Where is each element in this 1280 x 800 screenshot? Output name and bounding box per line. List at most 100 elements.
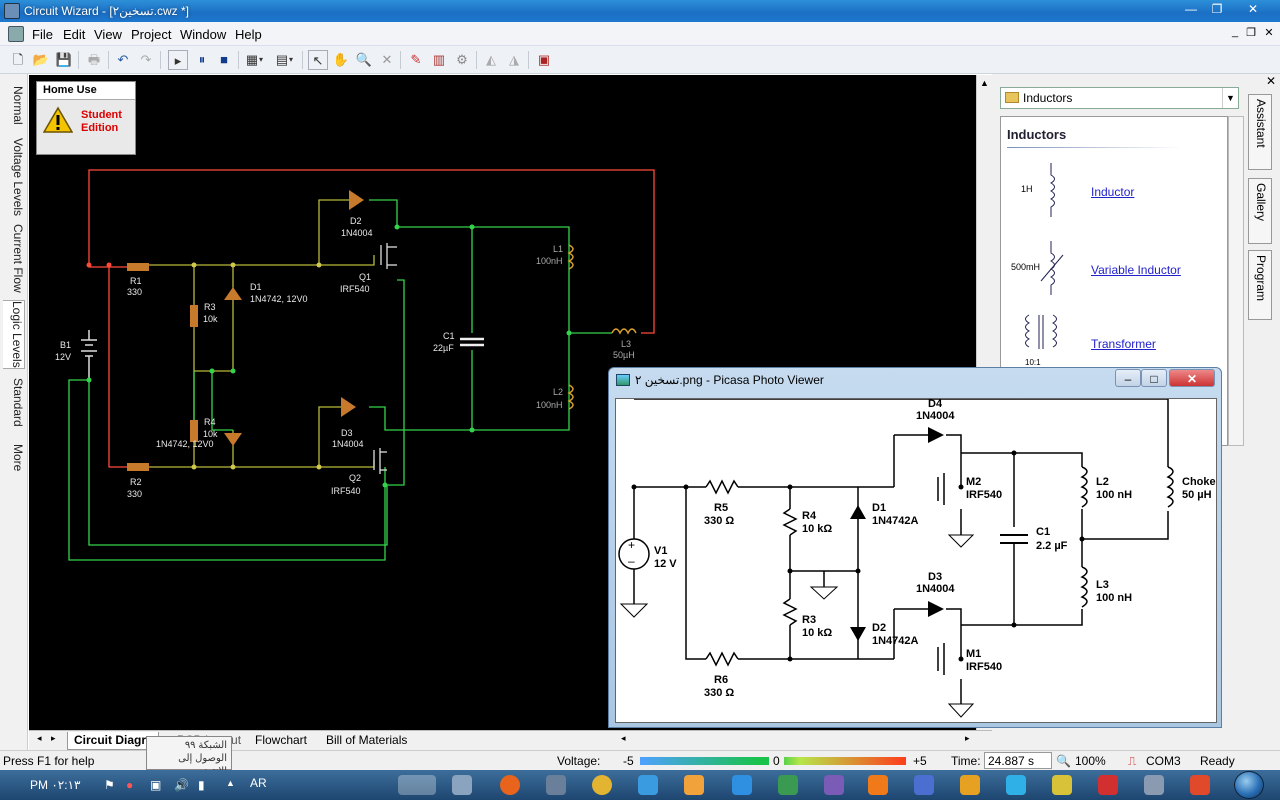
taskbar-app7-icon[interactable] (1144, 775, 1164, 795)
taskbar-media-icon[interactable] (684, 775, 704, 795)
tab-nav-right-icon[interactable]: ▸ (51, 733, 56, 743)
close-button[interactable]: ✕ (1247, 2, 1259, 16)
taskbar-app5-icon[interactable] (1052, 775, 1072, 795)
taskbar-search-icon[interactable] (732, 775, 752, 795)
menu-file[interactable]: File (32, 27, 53, 42)
network-icon[interactable]: ⚙ (456, 52, 468, 67)
flip-horizontal-icon[interactable]: ◭ (486, 52, 496, 67)
clock[interactable]: PM ٠٢:١٣ (30, 778, 81, 792)
mdi-close-icon[interactable]: ✕ (1264, 27, 1274, 39)
print-icon[interactable]: 🖶 (87, 52, 101, 67)
open-icon[interactable]: 📂 (32, 52, 50, 67)
tab-circuit-diagram[interactable]: Circuit Diagram (67, 732, 159, 750)
menu-view[interactable]: View (94, 27, 122, 42)
start-button[interactable] (1234, 771, 1264, 799)
taskbar-app6-icon[interactable] (1098, 775, 1118, 795)
component-icon[interactable]: ▦ (245, 52, 259, 67)
gallery-item-variable-inductor[interactable]: 500mH Variable Inductor (1011, 237, 1227, 303)
layout-icon[interactable]: ▤ (275, 52, 289, 67)
picasa-minimize-button[interactable]: – (1115, 369, 1141, 387)
mdi-restore-icon[interactable]: ❐ (1246, 27, 1256, 39)
tab-current-flow[interactable]: Current Flow (11, 224, 25, 293)
tab-nav-left-icon[interactable]: ◂ (37, 733, 42, 743)
hscroll-right-icon[interactable]: ▸ (965, 733, 970, 743)
network-icon[interactable]: ▣ (150, 778, 162, 792)
zoom-level[interactable]: 100% (1075, 754, 1106, 768)
hand-icon[interactable]: ✋ (332, 52, 350, 67)
gallery-item-inductor[interactable]: 1H Inductor (1011, 159, 1227, 225)
taskbar-circuit-wizard-icon[interactable] (452, 775, 472, 795)
components-box-icon[interactable]: ▣ (537, 52, 551, 67)
gallery-item-transformer[interactable]: 10:1 Transformer (1011, 313, 1227, 379)
graph-icon[interactable]: ▥ (432, 52, 446, 67)
pointer-icon[interactable]: ↖ (308, 50, 328, 70)
play-icon[interactable]: ▸ (168, 50, 188, 70)
gallery-item-variable-inductor-link[interactable]: Variable Inductor (1091, 263, 1181, 277)
input-language[interactable]: AR (250, 776, 267, 790)
menu-project[interactable]: Project (131, 27, 172, 42)
maximize-button[interactable]: ❐ (1211, 2, 1223, 16)
probe-icon[interactable]: ✎ (410, 52, 422, 67)
menu-help[interactable]: Help (235, 27, 262, 42)
tab-program[interactable]: Program (1248, 250, 1272, 320)
volume-icon[interactable]: 🔊 (174, 778, 189, 792)
picasa-close-button[interactable]: ✕ (1169, 369, 1215, 387)
delete-icon[interactable]: ✕ (381, 52, 393, 67)
tab-voltage-levels[interactable]: Voltage Levels (11, 138, 25, 217)
pause-icon[interactable]: ⏸ (198, 52, 206, 67)
menu-edit[interactable]: Edit (63, 27, 86, 42)
minimize-button[interactable]: — (1185, 2, 1197, 16)
taskbar-tool-icon[interactable] (824, 775, 844, 795)
tab-logic-levels[interactable]: Logic Levels (3, 300, 25, 369)
stop-icon[interactable]: ■ (220, 52, 228, 67)
mdi-minimize-icon[interactable]: _ (1231, 26, 1239, 38)
tab-normal[interactable]: Normal (11, 86, 25, 125)
zoom-icon[interactable]: 🔍 (355, 52, 373, 67)
new-icon[interactable]: 🗋 (12, 52, 24, 67)
tab-flowchart[interactable]: Flowchart (255, 733, 308, 747)
taskbar-firefox-icon[interactable] (500, 775, 520, 795)
svg-text:50 µH: 50 µH (1182, 489, 1212, 501)
undo-icon[interactable]: ↶ (117, 52, 129, 67)
menu-window[interactable]: Window (180, 27, 227, 42)
hscroll-left-icon[interactable]: ◂ (621, 733, 626, 743)
tab-gallery[interactable]: Gallery (1248, 178, 1272, 244)
gallery-item-inductor-link[interactable]: Inductor (1091, 185, 1135, 199)
panel-close-icon[interactable]: ✕ (1266, 74, 1277, 88)
zoom-icon[interactable]: 🔍 (1056, 754, 1071, 768)
tab-standard[interactable]: Standard (11, 378, 25, 427)
picasa-maximize-button[interactable]: □ (1141, 369, 1167, 387)
tab-more[interactable]: More (11, 444, 25, 472)
r4-ref: R4 (204, 417, 216, 427)
taskbar-app4-icon[interactable] (1006, 775, 1026, 795)
taskbar-picasa-icon[interactable] (398, 775, 436, 795)
gallery-category-select[interactable]: Inductors ▼ (1000, 87, 1239, 109)
gallery-vertical-scrollbar[interactable] (1228, 116, 1244, 446)
picasa-window[interactable]: تسخين ٢.png - Picasa Photo Viewer – □ ✕ (608, 367, 1222, 728)
battery-icon[interactable]: ▮ (198, 778, 205, 792)
save-icon[interactable]: 💾 (55, 52, 73, 67)
taskbar-app-icon[interactable] (546, 775, 566, 795)
antivirus-icon[interactable]: ● (126, 778, 134, 792)
chevron-down-icon[interactable]: ▾ (258, 55, 263, 64)
scroll-up-icon[interactable]: ▲ (980, 78, 989, 88)
circuit-diagram[interactable]: B1 12V R1 330 R2 330 R3 10k R4 10k D1 1N… (29, 75, 976, 730)
com-port[interactable]: COM3 (1146, 754, 1181, 768)
redo-icon[interactable]: ↷ (140, 52, 152, 67)
taskbar-excel-icon[interactable] (778, 775, 798, 795)
taskbar-app3-icon[interactable] (960, 775, 980, 795)
tray-expand-icon[interactable]: ▲ (226, 778, 235, 788)
taskbar-ie-icon[interactable] (638, 775, 658, 795)
flag-icon[interactable]: ⚑ (104, 778, 115, 792)
flip-vertical-icon[interactable]: ◮ (509, 52, 519, 67)
chevron-down-icon[interactable]: ▼ (1222, 88, 1238, 108)
document-icon[interactable] (8, 26, 24, 42)
chevron-down-icon[interactable]: ▾ (288, 55, 293, 64)
taskbar-app8-icon[interactable] (1190, 775, 1210, 795)
tab-bill-of-materials[interactable]: Bill of Materials (326, 733, 408, 747)
gallery-item-transformer-link[interactable]: Transformer (1091, 337, 1156, 351)
taskbar-chrome-icon[interactable] (592, 775, 612, 795)
taskbar-app2-icon[interactable] (914, 775, 934, 795)
tab-assistant[interactable]: Assistant (1248, 94, 1272, 170)
taskbar-vlc-icon[interactable] (868, 775, 888, 795)
